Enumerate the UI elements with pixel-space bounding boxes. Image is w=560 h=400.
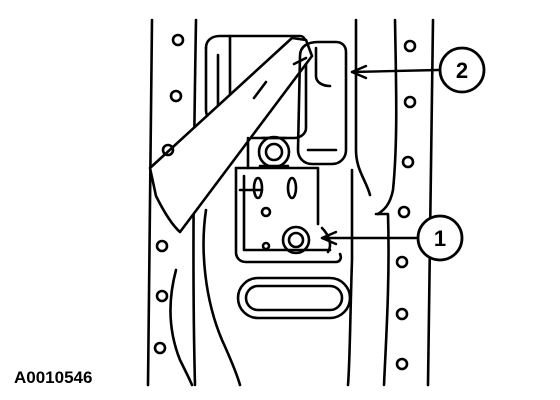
leader-arrow-1 [320, 230, 338, 246]
callout-1-circle [416, 214, 464, 262]
callout-2-label: 2 [456, 58, 468, 83]
callout-circles [416, 46, 486, 262]
callout-1-label: 1 [434, 226, 446, 251]
right-pillar-panel [346, 18, 435, 387]
right-panel-holes [395, 39, 417, 371]
lower-bolt [281, 225, 311, 255]
leader-line-2 [350, 68, 440, 74]
belt-guide-cover [292, 40, 348, 166]
callout-leaders [320, 64, 440, 246]
upper-bolt [257, 135, 291, 169]
left-panel-holes [153, 33, 185, 355]
figure-id: A0010546 [14, 368, 93, 387]
mounting-plate [234, 136, 343, 264]
seat-belt-webbing [148, 36, 314, 234]
inner-pillar-contour [169, 208, 242, 387]
leader-arrow-2 [350, 64, 368, 80]
callout-2-circle [438, 46, 486, 94]
oval-slot [236, 276, 352, 320]
